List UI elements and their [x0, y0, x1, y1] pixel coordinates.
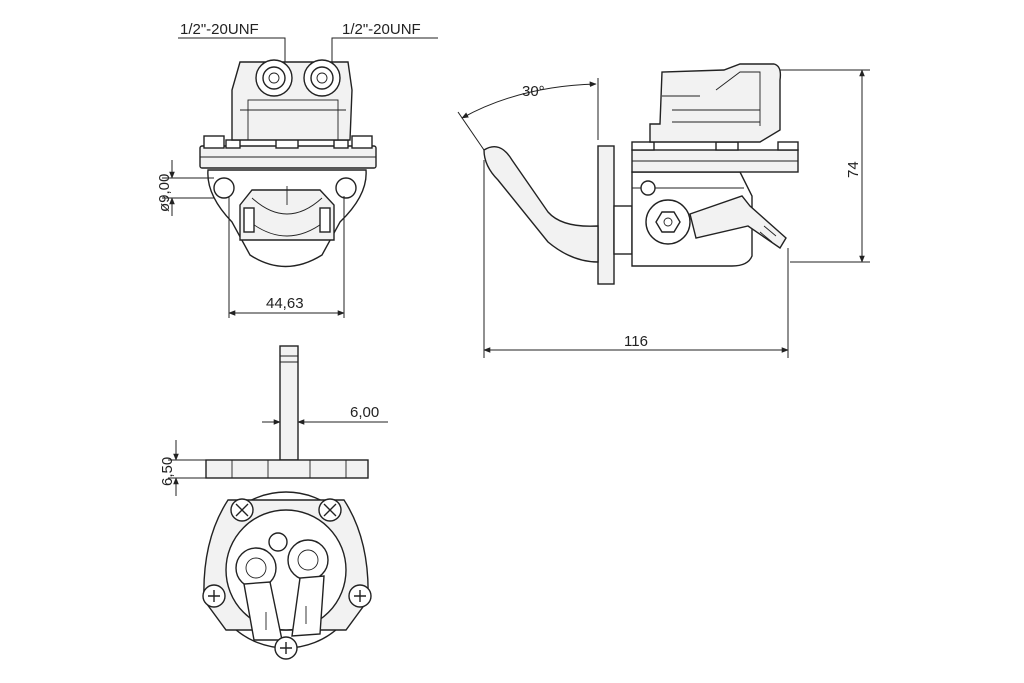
screw-top-right: [318, 498, 342, 522]
screw-top-left: [230, 498, 254, 522]
thread-right-label: 1/2"-20UNF: [342, 21, 421, 38]
screw-bottom: [274, 636, 298, 660]
side-view: 30° 74 116: [457, 63, 870, 358]
top-view: 6,00 6,50: [159, 345, 388, 660]
length-label: 116: [624, 333, 648, 350]
hole-diameter-label: ø9,00: [156, 174, 173, 212]
thread-left-label: 1/2"-20UNF: [180, 21, 259, 38]
screw-left: [202, 584, 226, 608]
front-view: 1/2"-20UNF 1/2"-20UNF ø9,00 44,63: [156, 21, 438, 318]
screw-right: [348, 584, 372, 608]
flange-thickness-label: 6,50: [159, 457, 176, 486]
height-label: 74: [845, 161, 862, 178]
flange-width-label: 44,63: [266, 295, 304, 312]
stem-width-label: 6,00: [350, 404, 379, 421]
lever-angle-label: 30°: [522, 83, 545, 100]
